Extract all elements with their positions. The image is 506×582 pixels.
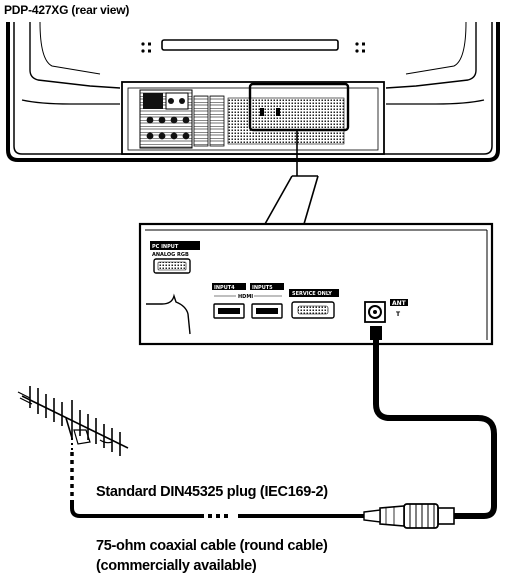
pc-input-port: PC INPUT ANALOG RGB — [150, 241, 200, 274]
cable-caption-line2: (commercially available) — [96, 558, 257, 574]
antenna-icon — [17, 386, 129, 456]
service-label: SERVICE ONLY — [292, 291, 332, 297]
input4-label: INPUT4 — [214, 285, 235, 291]
pc-input-sublabel: ANALOG RGB — [152, 252, 189, 258]
input-terminals — [139, 89, 225, 149]
screw-marks — [141, 42, 365, 53]
input5-label: INPUT5 — [252, 285, 273, 291]
din-plug — [363, 503, 455, 529]
ant-label: ANT — [392, 300, 407, 307]
zoom-lines — [264, 130, 319, 225]
coaxial-cable — [370, 326, 497, 519]
pc-input-label: PC INPUT — [152, 244, 179, 250]
antenna-cable — [70, 438, 364, 518]
svg-text:T: T — [396, 311, 401, 318]
antenna-port: ANT T — [364, 299, 408, 323]
hdmi-label: HDMI — [238, 294, 253, 300]
zoom-highlight-box — [248, 82, 350, 132]
diagram-title: PDP-427XG (rear view) — [4, 3, 130, 17]
hdmi-ports: INPUT4 INPUT5 HDMI — [212, 283, 284, 319]
cable-caption-line1: 75-ohm coaxial cable (round cable) — [96, 538, 328, 554]
service-port: SERVICE ONLY — [289, 289, 339, 319]
terminal-panel-detail: PC INPUT ANALOG RGB INPUT4 INPUT5 HDMI S… — [138, 222, 494, 346]
plug-caption: Standard DIN45325 plug (IEC169-2) — [96, 484, 328, 500]
tv-rear-view — [6, 21, 500, 162]
